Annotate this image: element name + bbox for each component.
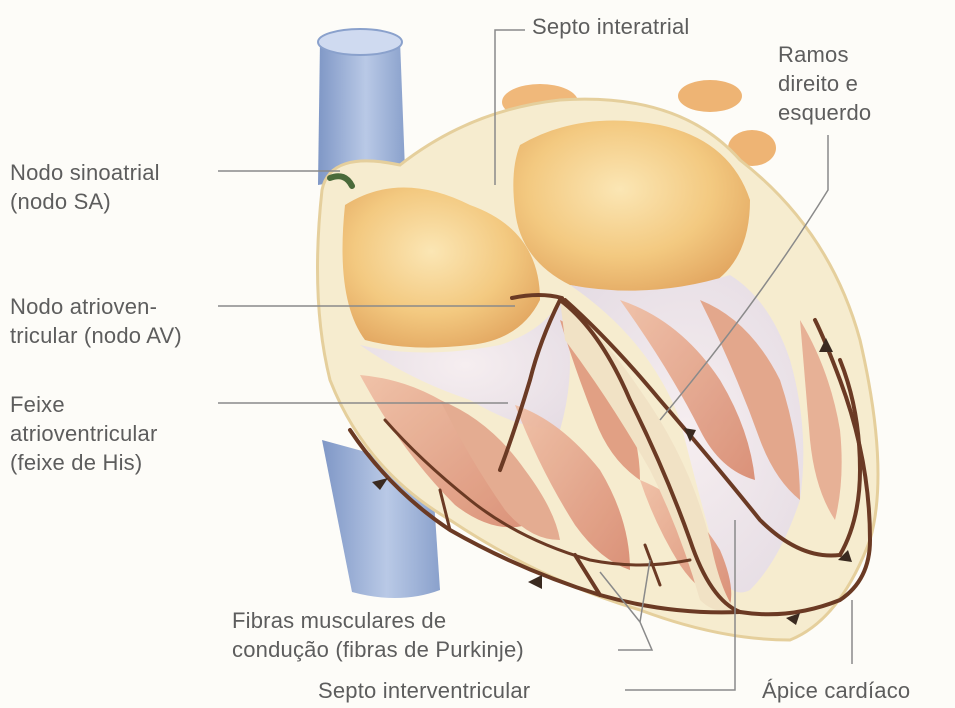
- label-nodo-sa-line1: Nodo sinoatrial: [10, 158, 160, 187]
- label-nodo-sinoatrial: Nodo sinoatrial (nodo SA): [10, 158, 160, 216]
- label-apice-cardiaco: Ápice cardíaco: [762, 676, 910, 705]
- label-feixe-his: Feixe atrioventricular (feixe de His): [10, 390, 157, 477]
- label-nodo-atrioventricular: Nodo atrioven- tricular (nodo AV): [10, 292, 182, 350]
- label-septo-interatrial: Septo interatrial: [532, 12, 690, 41]
- label-fibras-line1: Fibras musculares de: [232, 606, 524, 635]
- label-feixe-line3: (feixe de His): [10, 448, 157, 477]
- label-nodo-sa-line2: (nodo SA): [10, 187, 160, 216]
- label-feixe-line1: Feixe: [10, 390, 157, 419]
- label-ramos-line3: esquerdo: [778, 98, 871, 127]
- label-nodo-av-line2: tricular (nodo AV): [10, 321, 182, 350]
- label-ramos-line2: direito e: [778, 69, 871, 98]
- label-fibras-line2: condução (fibras de Purkinje): [232, 635, 524, 664]
- label-fibras-purkinje: Fibras musculares de condução (fibras de…: [232, 606, 524, 664]
- label-septo-interventricular: Septo interventricular: [318, 676, 530, 705]
- label-ramos-direito-esquerdo: Ramos direito e esquerdo: [778, 40, 871, 127]
- label-nodo-av-line1: Nodo atrioven-: [10, 292, 182, 321]
- label-ramos-line1: Ramos: [778, 40, 871, 69]
- label-feixe-line2: atrioventricular: [10, 419, 157, 448]
